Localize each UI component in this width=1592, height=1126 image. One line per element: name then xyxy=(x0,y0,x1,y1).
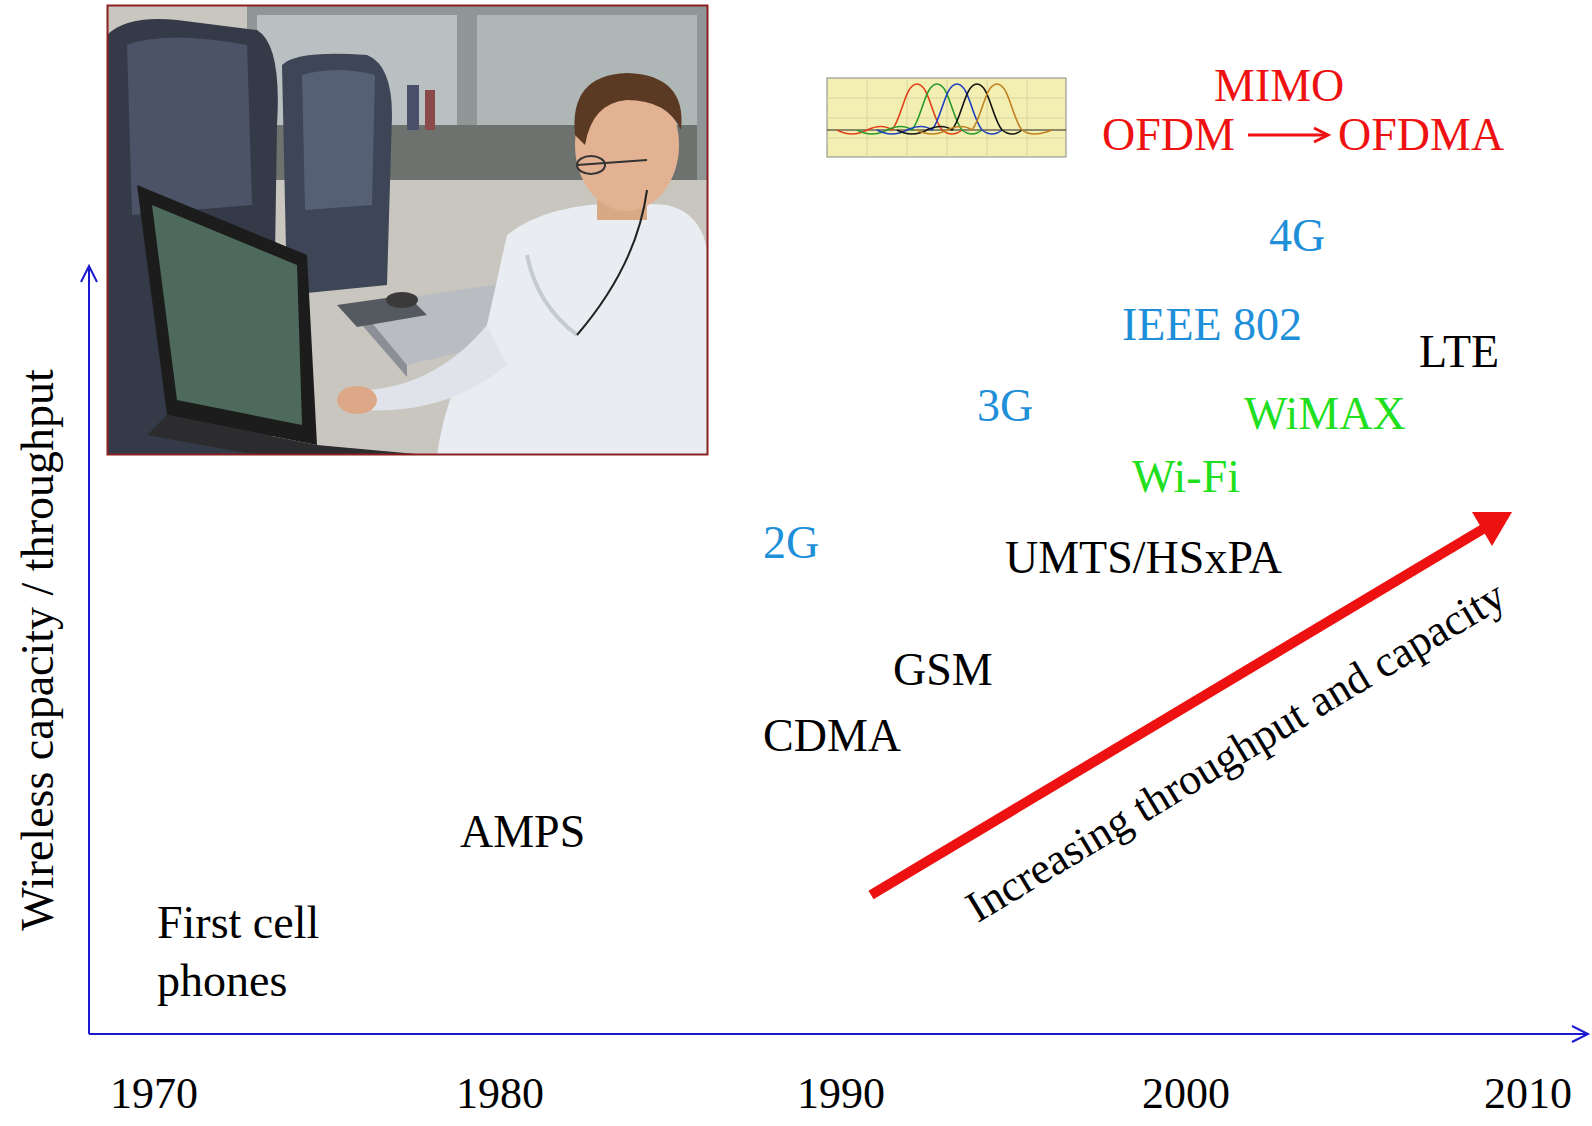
generation-label: 3G xyxy=(977,380,1033,433)
year-tick: 1980 xyxy=(456,1069,544,1120)
year-tick: 1990 xyxy=(797,1069,885,1120)
generation-label: IEEE 802 xyxy=(1122,299,1302,352)
ofdm-arrow xyxy=(1248,128,1328,142)
technology-label: First cell phones xyxy=(157,894,372,1009)
photo-illustration xyxy=(107,5,708,455)
technology-label: CDMA xyxy=(763,710,901,763)
technique-label: OFDMA xyxy=(1338,109,1504,162)
ofdm-spectrum-thumbnail xyxy=(827,78,1066,157)
generation-label: 2G xyxy=(763,517,819,570)
technology-label: Wi-Fi xyxy=(1132,451,1240,504)
technology-label: LTE xyxy=(1419,326,1499,379)
year-tick: 2010 xyxy=(1484,1069,1572,1120)
axis-title: Wireless capacity / throughput xyxy=(12,369,65,930)
technique-label: MIMO xyxy=(1214,60,1344,113)
technology-label: UMTS/HSxPA xyxy=(1005,532,1282,585)
technology-label: GSM xyxy=(893,644,993,697)
technique-label: OFDM xyxy=(1102,109,1235,162)
year-tick: 1970 xyxy=(110,1069,198,1120)
technology-label: AMPS xyxy=(460,806,585,859)
year-tick: 2000 xyxy=(1142,1069,1230,1120)
trend-label: Increasing throughput and capacity xyxy=(957,571,1514,933)
trend-arrow xyxy=(871,512,1512,895)
generation-label: 4G xyxy=(1269,210,1325,263)
technology-label: WiMAX xyxy=(1244,388,1406,441)
